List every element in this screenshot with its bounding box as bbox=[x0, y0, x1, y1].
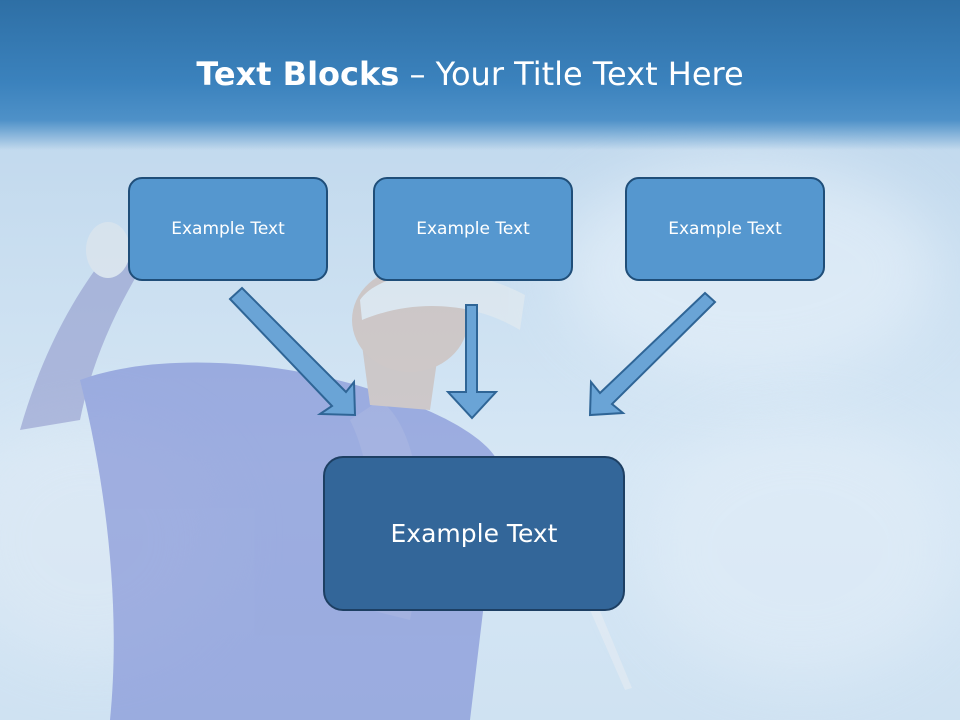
slide-title: Text Blocks – Your Title Text Here bbox=[0, 55, 940, 93]
text-block-center[interactable]: Example Text bbox=[373, 177, 573, 281]
arrow-left bbox=[228, 286, 357, 417]
title-rest: Your Title Text Here bbox=[435, 55, 744, 93]
text-block-label: Example Text bbox=[171, 219, 285, 239]
arrow-center bbox=[445, 304, 499, 420]
title-dash: – bbox=[399, 55, 436, 93]
text-block-label: Example Text bbox=[668, 219, 782, 239]
arrow-right bbox=[588, 291, 717, 417]
text-block-label: Example Text bbox=[416, 219, 530, 239]
title-band bbox=[0, 0, 960, 150]
text-block-right[interactable]: Example Text bbox=[625, 177, 825, 281]
title-bold: Text Blocks bbox=[196, 55, 400, 93]
text-block-bottom[interactable]: Example Text bbox=[323, 456, 625, 611]
text-block-left[interactable]: Example Text bbox=[128, 177, 328, 281]
text-block-label: Example Text bbox=[390, 519, 558, 548]
background-cloud bbox=[640, 420, 960, 680]
